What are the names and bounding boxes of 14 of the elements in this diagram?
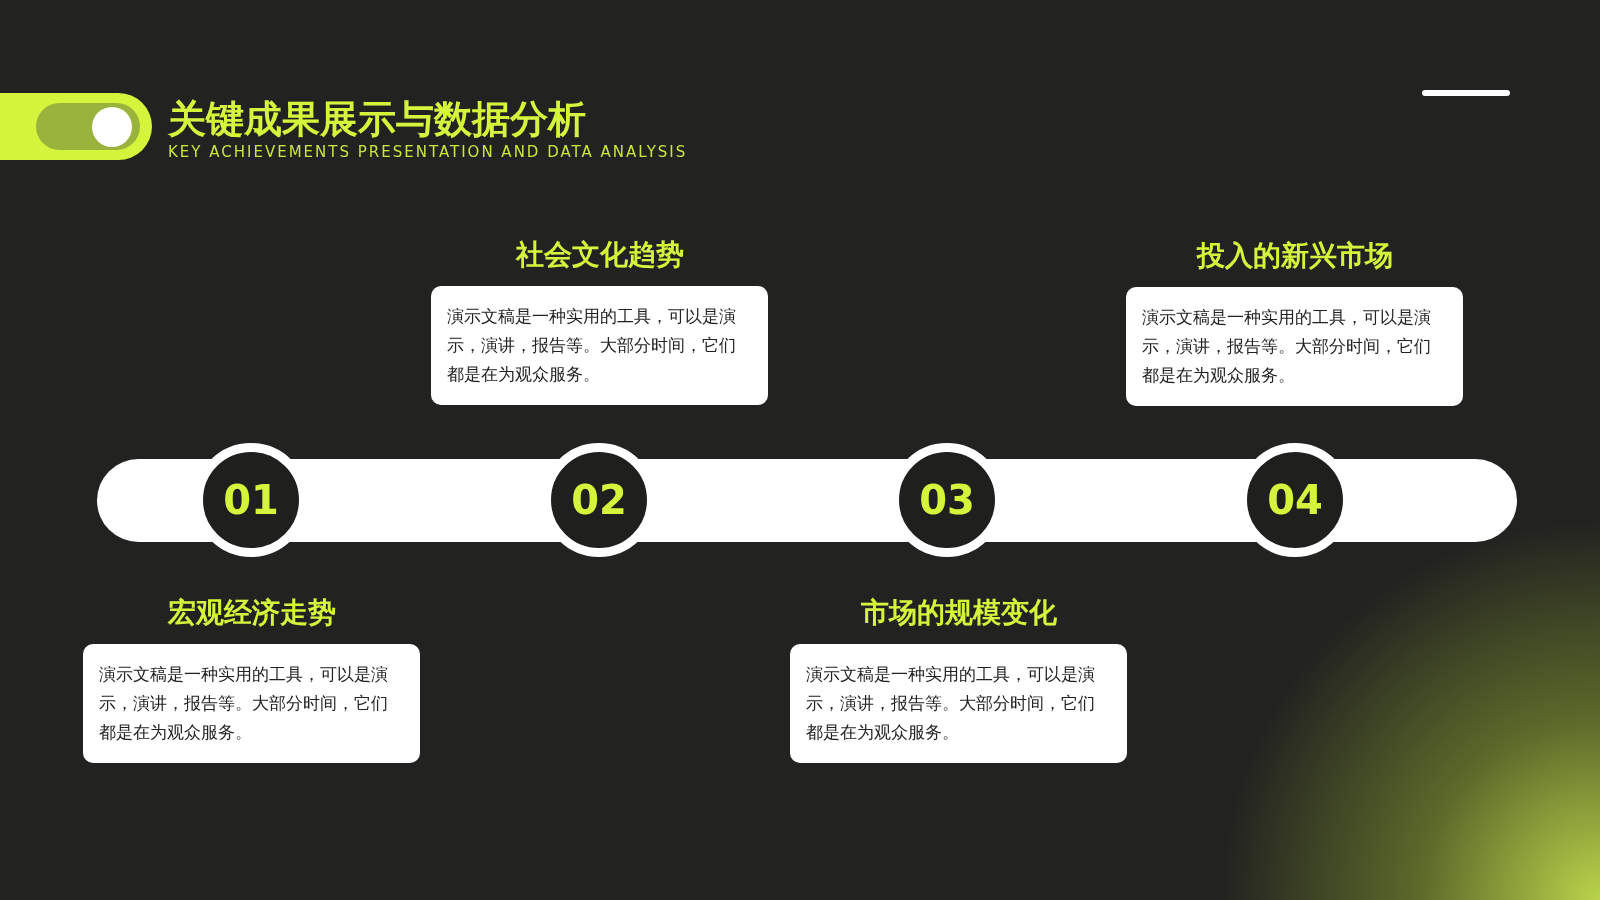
slide-title: 关键成果展示与数据分析 [168, 96, 586, 143]
card-text: 演示文稿是一种实用的工具，可以是演示，演讲，报告等。大部分时间，它们都是在为观众服务。 [447, 305, 737, 386]
card-text: 演示文稿是一种实用的工具，可以是演示，演讲，报告等。大部分时间，它们都是在为观众服务。 [99, 663, 389, 744]
step-number: 04 [1267, 477, 1323, 523]
card-heading: 宏观经济走势 [166, 595, 337, 631]
step-number: 03 [919, 477, 975, 523]
step-number: 01 [223, 477, 279, 523]
step-number: 02 [571, 477, 627, 523]
card-text: 演示文稿是一种实用的工具，可以是演示，演讲，报告等。大部分时间，它们都是在为观众服务。 [1142, 306, 1432, 387]
card-heading: 投入的新兴市场 [1195, 238, 1394, 274]
card-heading: 社会文化趋势 [514, 237, 685, 273]
card-heading: 市场的规模变化 [859, 595, 1058, 631]
slide-subtitle: KEY ACHIEVEMENTS PRESENTATION AND DATA ANALYSIS [168, 143, 688, 161]
card-text: 演示文稿是一种实用的工具，可以是演示，演讲，报告等。大部分时间，它们都是在为观众服务。 [806, 663, 1096, 744]
